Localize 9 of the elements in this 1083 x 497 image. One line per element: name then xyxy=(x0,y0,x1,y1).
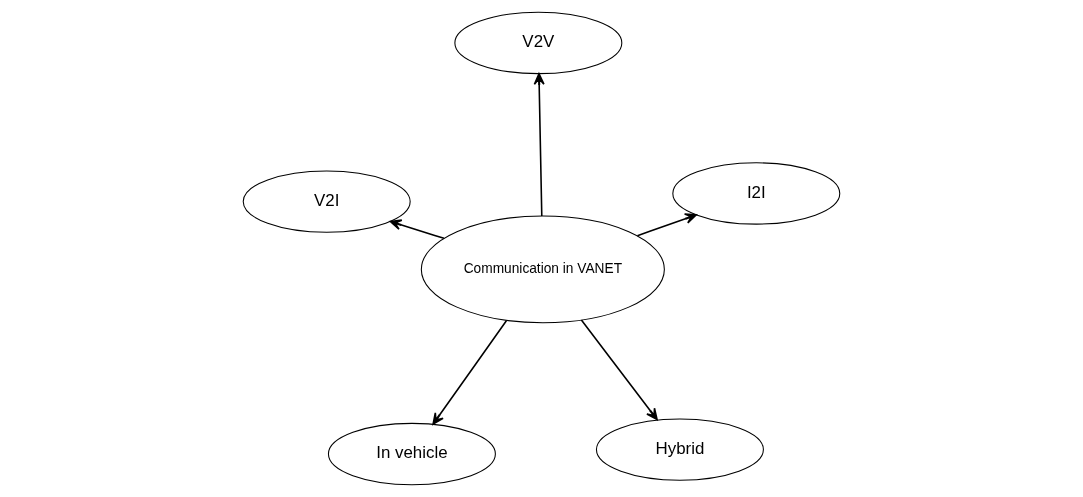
arrow xyxy=(580,319,658,421)
node-ellipse: V2V xyxy=(454,11,623,75)
arrow xyxy=(389,219,445,240)
node-ellipse: In vehicle xyxy=(327,422,496,486)
arrow xyxy=(533,72,545,217)
node-ellipse: Communication in VANET xyxy=(420,215,665,324)
arrow xyxy=(636,213,697,237)
arrow xyxy=(432,320,508,425)
node-ellipse: Hybrid xyxy=(595,418,764,481)
